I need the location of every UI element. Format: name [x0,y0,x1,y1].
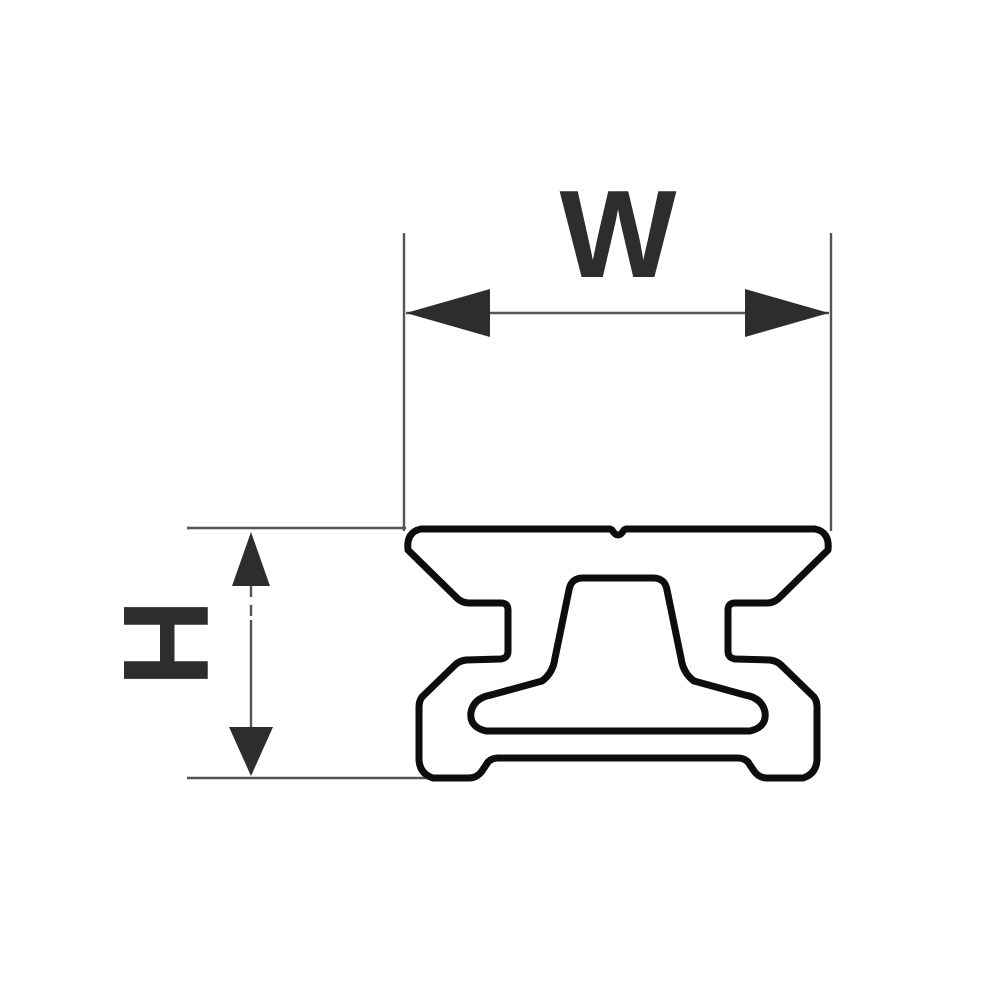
height-label: H [98,599,234,687]
width-arrowhead-left [406,289,490,337]
height-arrowhead-up [232,532,270,586]
profile-inner-cavity [467,574,769,735]
profile-outer-outline [404,525,832,782]
width-arrowhead-right [745,289,829,337]
width-label: W [559,166,676,304]
height-arrowhead-down [229,727,273,776]
